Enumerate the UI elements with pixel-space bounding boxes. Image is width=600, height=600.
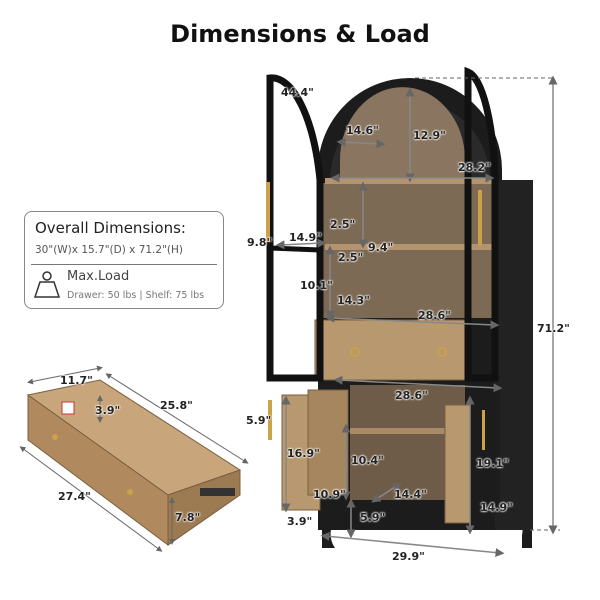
dim-label: 10.4" bbox=[351, 454, 384, 467]
dim-label: 28.6" bbox=[418, 309, 451, 322]
dim-label: 14.4" bbox=[394, 488, 427, 501]
dim-label: 44.4" bbox=[281, 86, 314, 99]
dim-label: 11.7" bbox=[60, 374, 93, 387]
dim-label: 7.8" bbox=[175, 511, 201, 524]
dim-label: 10.9" bbox=[313, 488, 346, 501]
overall-dimensions-heading: Overall Dimensions: bbox=[35, 219, 186, 237]
dim-label: 9.4" bbox=[368, 241, 394, 254]
cabinet-body bbox=[266, 66, 560, 558]
dim-label: 14.9" bbox=[480, 501, 513, 514]
dim-label: 16.9" bbox=[287, 447, 320, 460]
dim-label: 28.6" bbox=[395, 389, 428, 402]
drawer-illustration bbox=[19, 365, 249, 552]
overall-dimensions-value: 30"(W)x 15.7"(D) x 71.2"(H) bbox=[35, 244, 183, 256]
dim-label: 27.4" bbox=[58, 490, 91, 503]
overall-dimensions-card: Overall Dimensions: 30"(W)x 15.7"(D) x 7… bbox=[24, 211, 224, 309]
dim-label: 3.9" bbox=[95, 404, 121, 417]
dim-label: 3.9" bbox=[287, 515, 313, 528]
dim-label: 14.6" bbox=[346, 124, 379, 137]
dim-label: 25.8" bbox=[160, 399, 193, 412]
dim-label: 28.2" bbox=[458, 161, 491, 174]
dim-label: 5.9" bbox=[246, 414, 272, 427]
page-title: Dimensions & Load bbox=[170, 20, 430, 48]
dim-label: 29.9" bbox=[392, 550, 425, 563]
dim-label: 71.2" bbox=[537, 322, 570, 335]
divider bbox=[31, 264, 217, 265]
dim-label: 2.5" bbox=[338, 251, 364, 264]
dim-label: 2.5" bbox=[330, 218, 356, 231]
dim-label: 19.1" bbox=[476, 457, 509, 470]
dim-label: 14.3" bbox=[337, 294, 370, 307]
dim-label: 12.9" bbox=[413, 129, 446, 142]
weight-icon bbox=[33, 271, 61, 298]
dim-label: 14.9" bbox=[289, 231, 322, 244]
load-details: Drawer: 50 lbs | Shelf: 75 lbs bbox=[67, 290, 205, 301]
max-load-label: Max.Load bbox=[67, 269, 130, 284]
dim-label: 9.8" bbox=[247, 236, 273, 249]
dim-label: 5.9" bbox=[360, 511, 386, 524]
dim-label: 10.1" bbox=[300, 279, 333, 292]
